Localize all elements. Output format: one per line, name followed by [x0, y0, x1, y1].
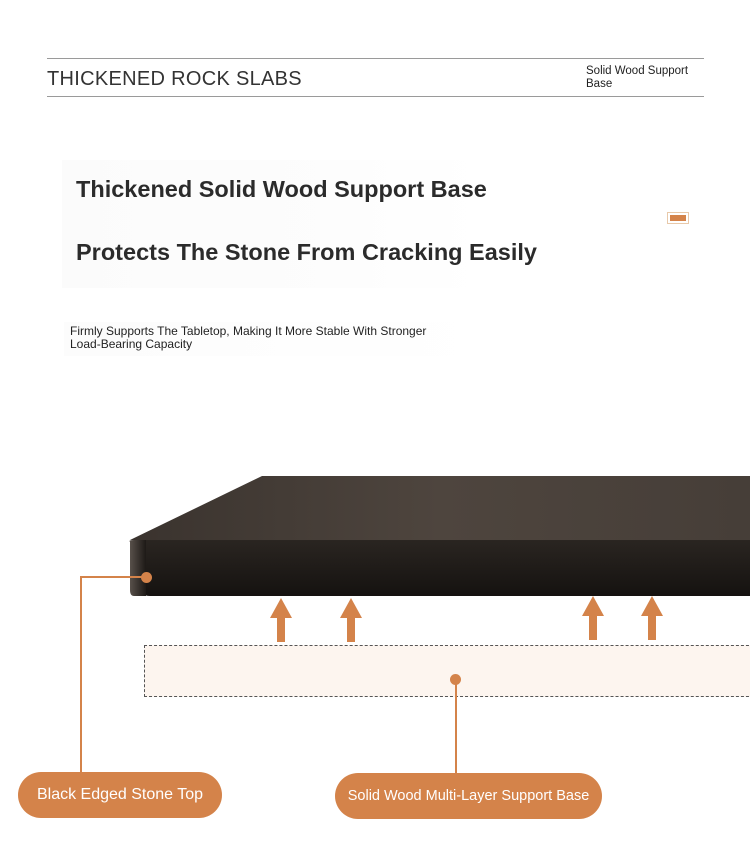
stone-top-callout-connector	[80, 576, 146, 578]
color-swatch-icon	[667, 212, 689, 224]
color-swatch-fill	[670, 215, 686, 221]
support-base-outline	[144, 645, 750, 697]
feature-description: Firmly Supports The Tabletop, Making It …	[70, 324, 427, 351]
headline-line-2: Protects The Stone From Cracking Easily	[76, 239, 537, 265]
header-top-divider	[47, 58, 704, 59]
slab-top-surface	[130, 476, 750, 540]
slab-corner-edge	[129, 540, 146, 596]
section-title: THICKENED ROCK SLABS	[47, 68, 302, 90]
stone-slab-illustration	[129, 476, 750, 596]
stone-top-callout-line	[80, 577, 82, 773]
header-bottom-divider	[47, 96, 704, 97]
headline-line-1: Thickened Solid Wood Support Base	[76, 176, 487, 202]
section-subtitle: Solid Wood Support Base	[586, 65, 689, 90]
description-background	[64, 322, 494, 356]
up-arrow-icon	[340, 598, 362, 642]
support-base-marker-dot	[450, 674, 461, 685]
up-arrow-icon	[641, 596, 663, 640]
up-arrow-icon	[270, 598, 292, 642]
headline-background	[62, 160, 482, 288]
up-arrow-icon	[582, 596, 604, 640]
support-base-label: Solid Wood Multi-Layer Support Base	[335, 773, 602, 819]
slab-front-edge	[140, 540, 750, 596]
support-base-callout-line	[455, 680, 457, 774]
stone-top-marker-dot	[141, 572, 152, 583]
stone-top-label: Black Edged Stone Top	[18, 772, 222, 818]
